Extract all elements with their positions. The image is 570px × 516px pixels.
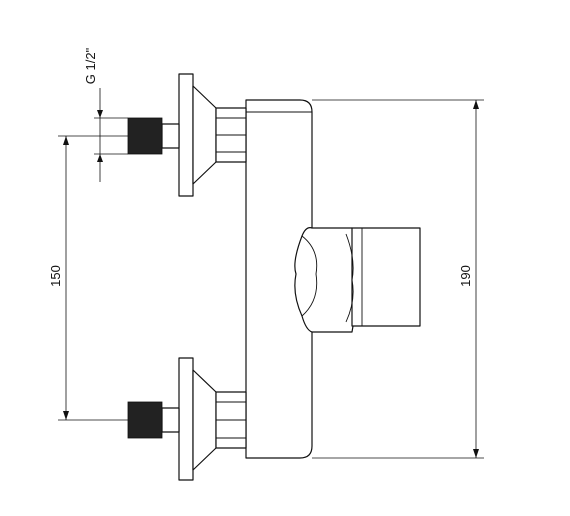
dimension-body-height: 190 bbox=[312, 99, 484, 459]
dimension-thread: G 1/2" bbox=[83, 47, 128, 182]
inlet-upper bbox=[127, 73, 247, 197]
lever-handle bbox=[294, 227, 421, 333]
thread-upper bbox=[127, 117, 163, 155]
thread-label: G 1/2" bbox=[83, 47, 98, 84]
dimension-inlet-spacing: 150 bbox=[48, 135, 128, 421]
body-height-label: 190 bbox=[458, 265, 473, 287]
inlet-lower bbox=[127, 357, 247, 481]
thread-lower bbox=[127, 401, 163, 439]
inlet-spacing-label: 150 bbox=[48, 265, 63, 287]
